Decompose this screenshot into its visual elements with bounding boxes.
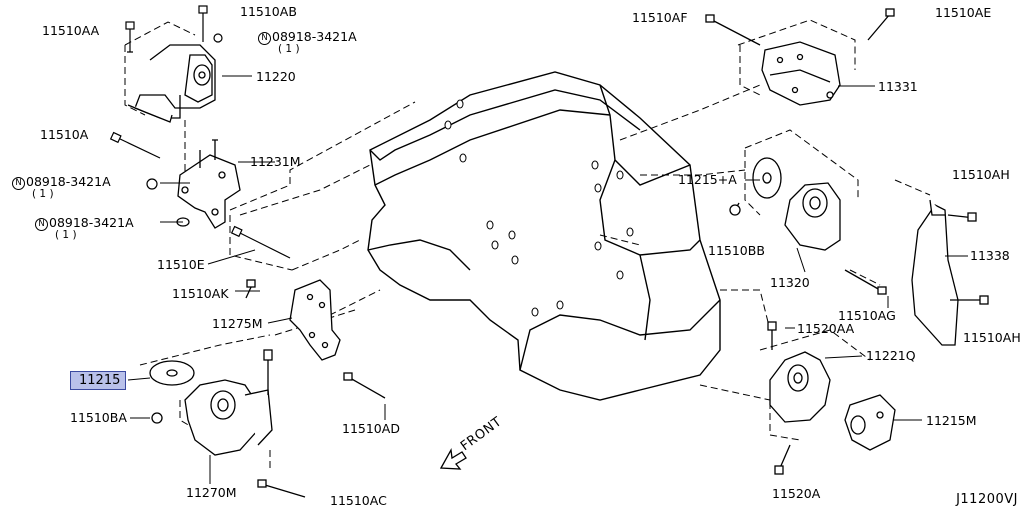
label-11510bb: 11510BB [708, 243, 765, 258]
label-11215m: 11215M [926, 413, 977, 428]
label-11221q: 11221Q [866, 348, 916, 363]
label-08918-low-qty: ( 1 ) [55, 229, 77, 241]
mount-11320 [729, 157, 887, 295]
label-11520aa: 11520AA [797, 321, 855, 336]
mount-11221q [767, 321, 831, 475]
nut-symbol-icon: N [258, 32, 271, 45]
bracket-11275m [245, 279, 341, 361]
engine-block [367, 71, 721, 401]
label-11510ak: 11510AK [172, 286, 229, 301]
label-11215: 11215 [79, 373, 121, 388]
label-11510ac: 11510AC [330, 493, 387, 508]
label-11510a: 11510A [40, 127, 89, 142]
label-11275m: 11275M [212, 316, 263, 331]
label-08918-top-qty: ( 1 ) [278, 43, 300, 55]
label-11510ba: 11510BA [70, 410, 127, 425]
highlighted-part-11215[interactable]: 11215 [70, 371, 126, 390]
label-11270m: 11270M [186, 485, 237, 500]
label-11510af: 11510AF [632, 10, 688, 25]
label-11338: 11338 [970, 248, 1010, 263]
engine-bolt-holes [444, 99, 634, 317]
label-11510ah-low: 11510AH [963, 330, 1021, 345]
label-11510ag: 11510AG [838, 308, 896, 323]
label-08918-low-text: 08918-3421A [49, 215, 134, 230]
mount-11220 [127, 44, 216, 123]
bracket-11338 [911, 199, 989, 346]
label-11510ae: 11510AE [935, 5, 992, 20]
diagram-code: J11200VJ [956, 492, 1018, 507]
label-11220: 11220 [256, 69, 296, 84]
label-11231m: 11231M [250, 154, 301, 169]
mount-11270m [149, 349, 386, 498]
label-08918-mid-text: 08918-3421A [26, 174, 111, 189]
leader-lines [127, 75, 968, 484]
label-11331: 11331 [878, 79, 918, 94]
bracket-11215m [844, 394, 896, 451]
mount-11331 [705, 8, 895, 106]
label-11510ab: 11510AB [240, 4, 297, 19]
front-arrow-icon [439, 447, 467, 470]
label-11520a: 11520A [772, 486, 821, 501]
label-08918-top-text: 08918-3421A [272, 29, 357, 44]
label-11510ad: 11510AD [342, 421, 400, 436]
label-11215a: 11215+A [678, 172, 737, 187]
label-11510ah-top: 11510AH [952, 167, 1010, 182]
label-08918-mid-qty: ( 1 ) [32, 188, 54, 200]
nut-symbol-icon: N [35, 218, 48, 231]
label-11510aa: 11510AA [42, 23, 100, 38]
label-11510e: 11510E [157, 257, 205, 272]
nut-symbol-icon: N [12, 177, 25, 190]
label-11320: 11320 [770, 275, 810, 290]
bracket-11231m [177, 139, 241, 229]
